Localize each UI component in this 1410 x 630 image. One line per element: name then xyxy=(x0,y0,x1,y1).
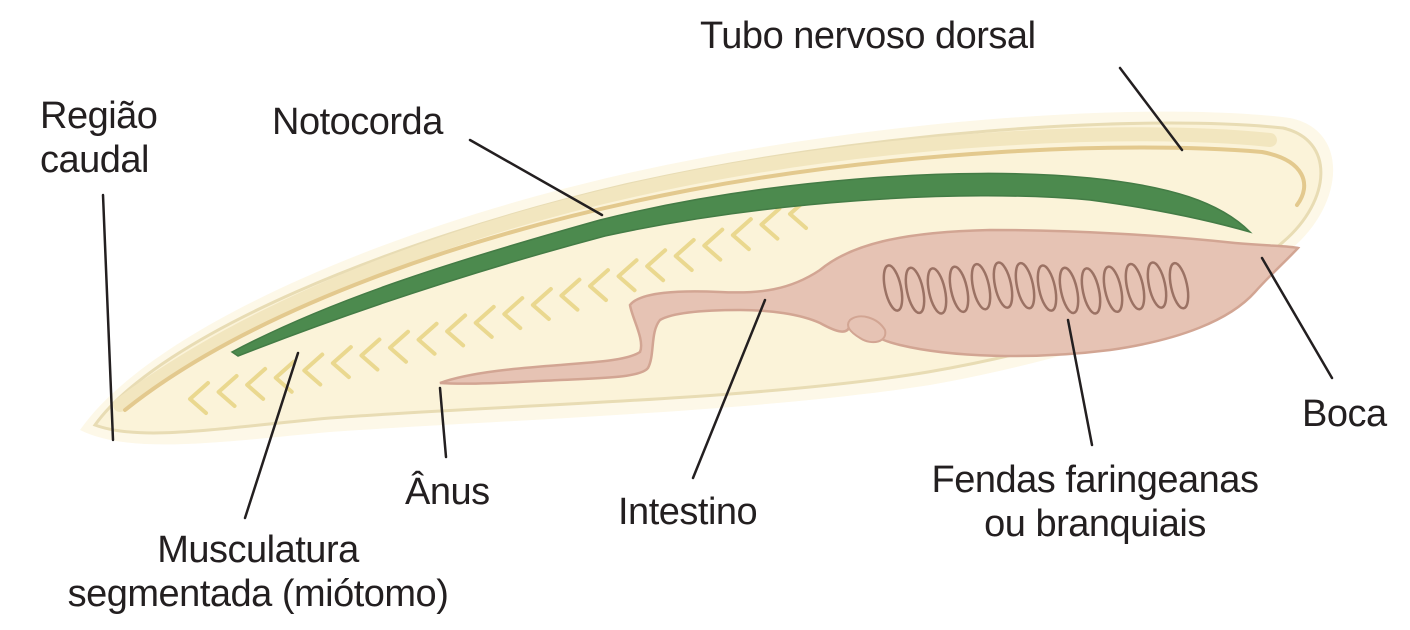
label-boca: Boca xyxy=(1302,392,1387,436)
label-notocorda: Notocorda xyxy=(272,100,443,144)
label-tubo-nervoso-dorsal: Tubo nervoso dorsal xyxy=(700,14,1036,58)
label-musculatura-segmentada: Musculatura segmentada (miótomo) xyxy=(8,528,508,616)
label-anus: Ânus xyxy=(405,470,490,514)
label-regiao-caudal: Região caudal xyxy=(40,94,157,182)
leader-boca xyxy=(1262,258,1332,378)
label-fendas-faringeanas: Fendas faringeanas ou branquiais xyxy=(885,458,1305,546)
label-intestino: Intestino xyxy=(618,490,757,534)
